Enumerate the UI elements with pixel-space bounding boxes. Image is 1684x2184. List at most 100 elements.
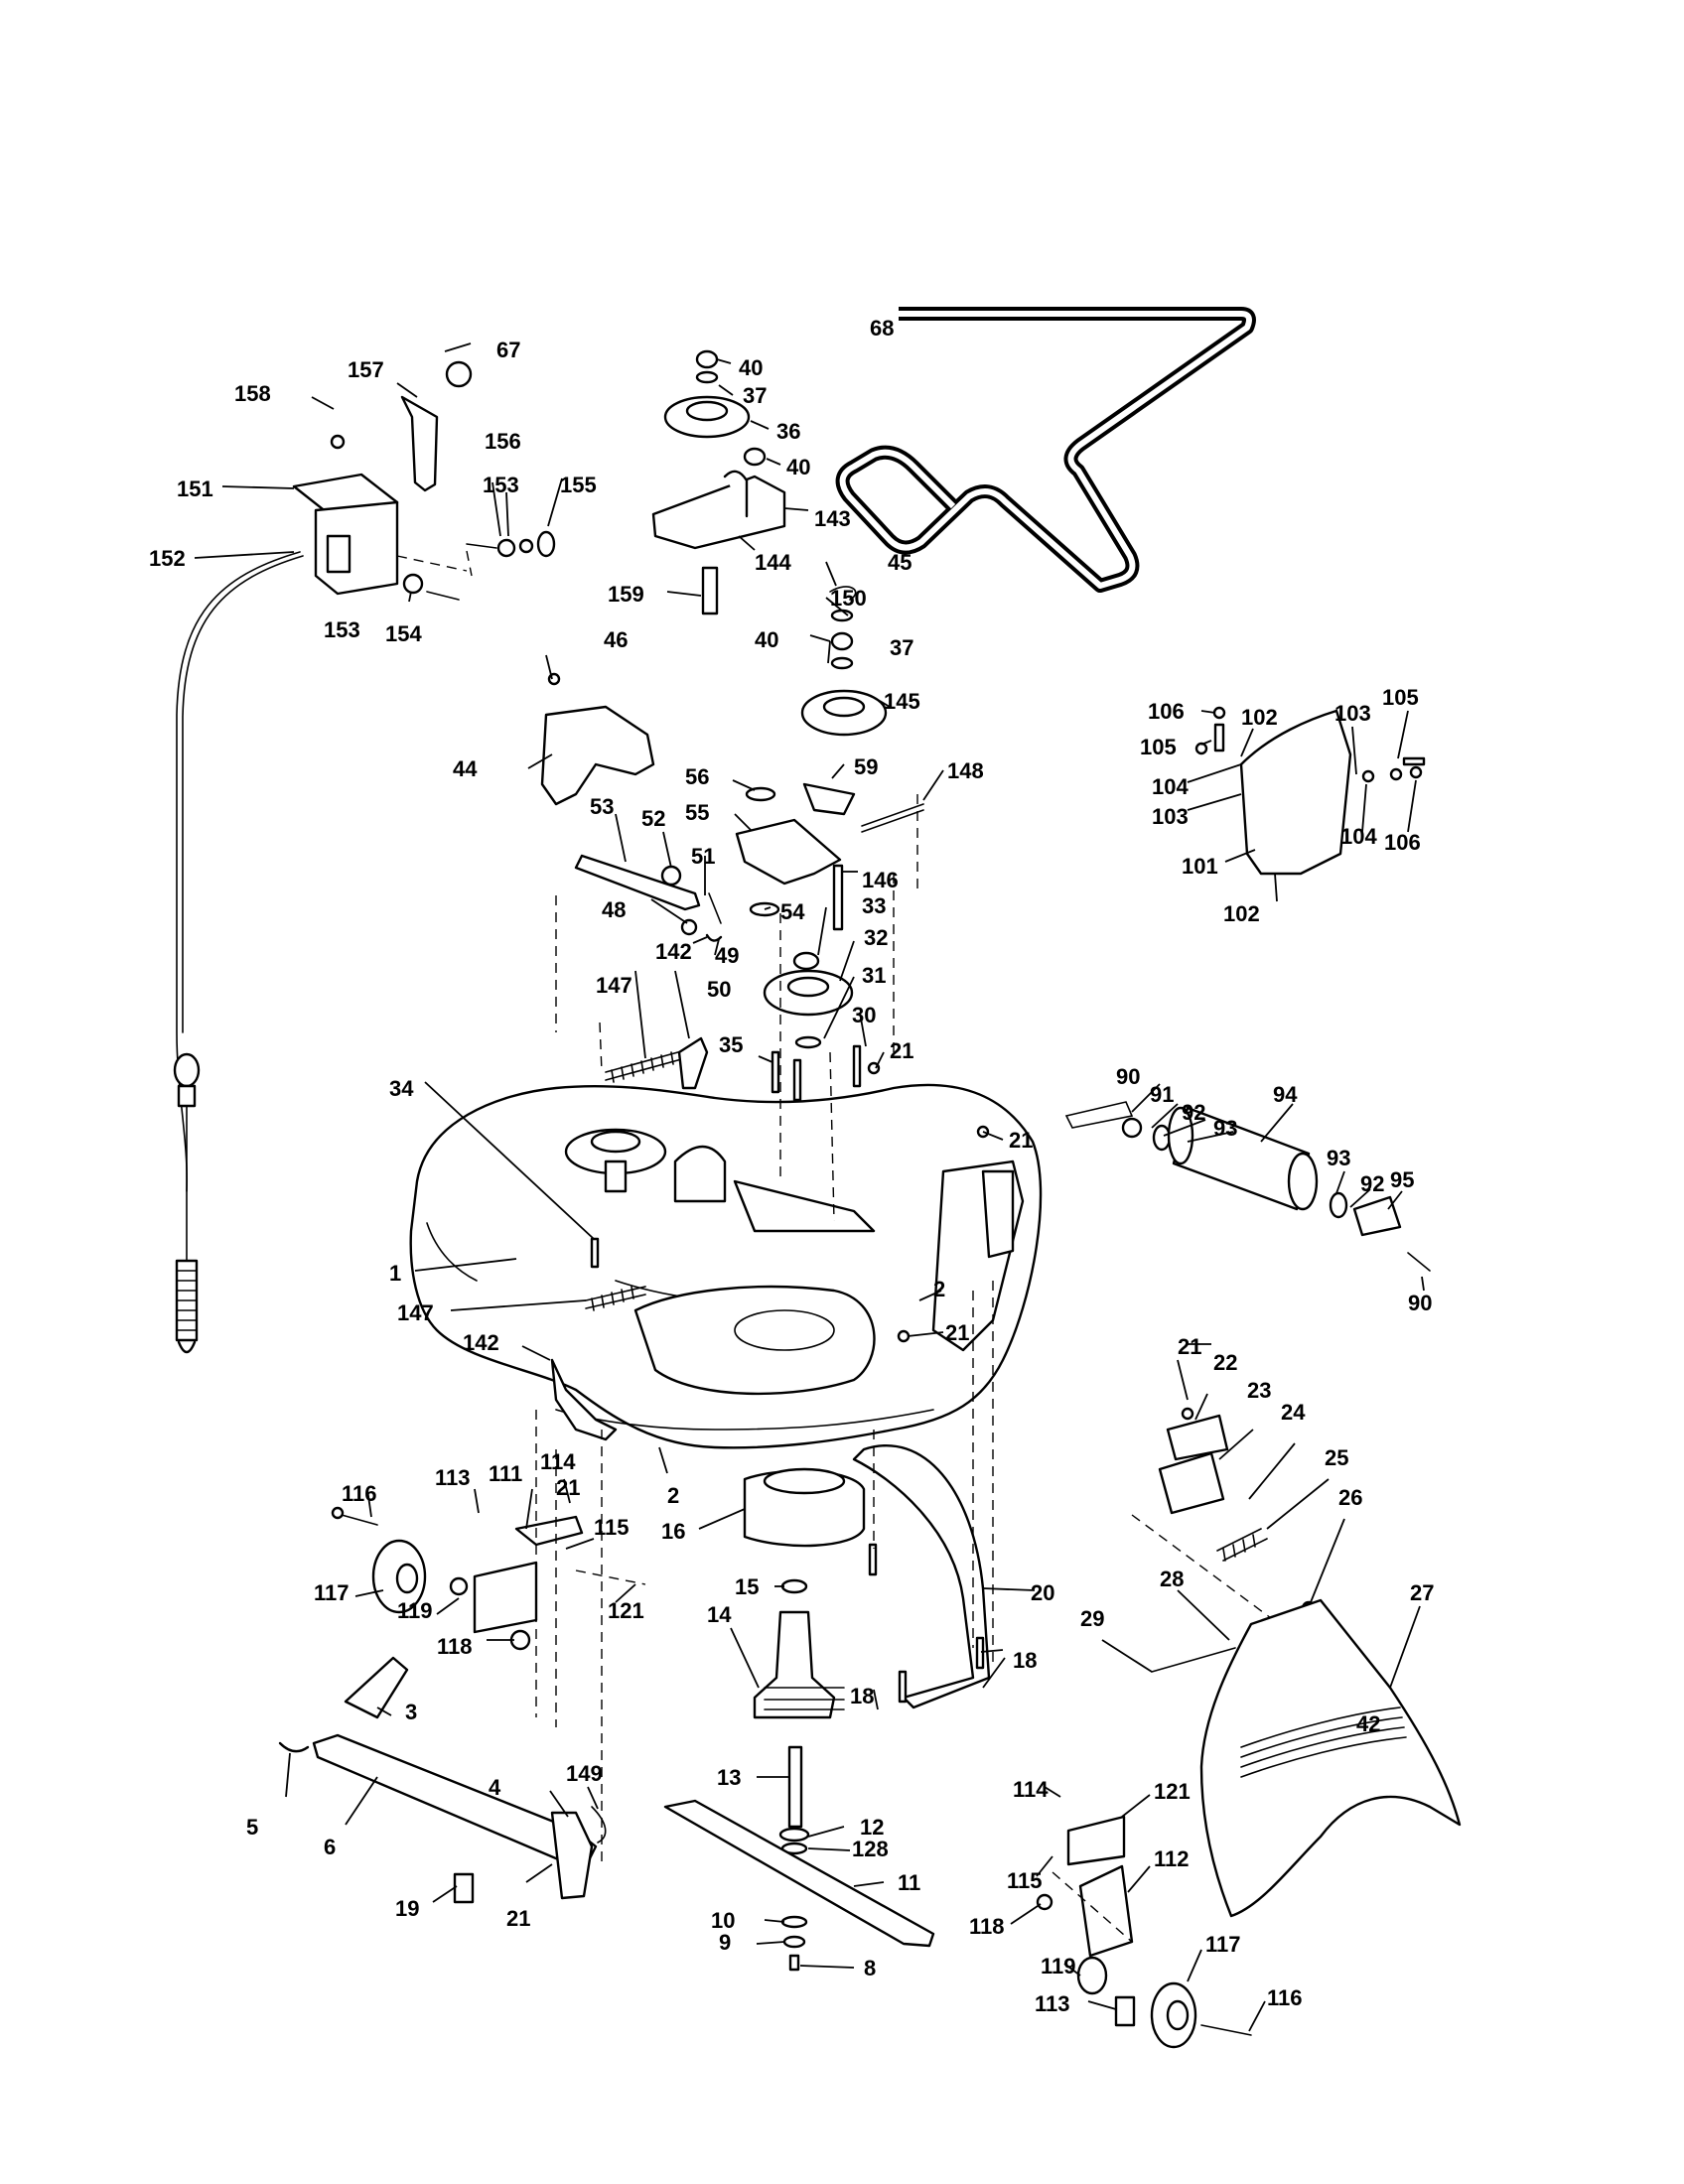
plate-22: [1166, 1414, 1229, 1461]
callout: 18: [850, 1684, 874, 1708]
callout: 94: [1273, 1082, 1298, 1107]
bracket-95: [1352, 1195, 1402, 1237]
washer-153b: [402, 573, 424, 595]
drive-belt: [835, 307, 1256, 593]
callout: 35: [719, 1032, 743, 1057]
callout: 102: [1223, 901, 1260, 926]
callout: 149: [566, 1761, 603, 1786]
callout: 10: [711, 1908, 735, 1933]
callout: 54: [780, 899, 805, 924]
washer-153: [496, 538, 516, 558]
callout: 56: [685, 764, 709, 789]
callout: 157: [348, 357, 384, 382]
callout: 104: [1340, 824, 1377, 849]
wheel-bracket-111: [473, 1561, 538, 1634]
callout: 159: [608, 582, 644, 607]
callout: 21: [1009, 1128, 1033, 1153]
bracket-142-upper: [677, 1036, 709, 1090]
callout: 37: [890, 635, 913, 660]
right-gauge-wheel-assembly: [1036, 1815, 1252, 2049]
callout: 144: [755, 550, 791, 575]
callout: 105: [1140, 735, 1177, 759]
idler-arm-assembly: [735, 782, 924, 931]
callout: 22: [1213, 1350, 1237, 1375]
bracket-142-lower: [550, 1358, 618, 1441]
mower-deck-housing: [409, 1061, 1043, 1449]
callout: 1: [389, 1261, 401, 1286]
callout: 40: [786, 455, 810, 479]
callout: 18: [1013, 1648, 1037, 1673]
callout: 101: [1182, 854, 1218, 879]
callout: 158: [234, 381, 271, 406]
idler-arm-55: [735, 818, 842, 886]
callout: 34: [389, 1076, 414, 1101]
callout: 90: [1408, 1291, 1432, 1315]
callout: 29: [1080, 1606, 1104, 1631]
callout: 111: [489, 1461, 522, 1486]
callout: 106: [1148, 699, 1185, 724]
callout: 4: [489, 1775, 501, 1800]
callout: 91: [1150, 1082, 1174, 1107]
deflector-101: [1239, 709, 1352, 876]
deck-right-chamber: [633, 1285, 876, 1396]
callout: 154: [385, 621, 422, 646]
callout: 92: [1182, 1100, 1205, 1125]
callout: 118: [969, 1914, 1005, 1939]
bracket-3: [344, 1656, 409, 1719]
washer-156: [518, 538, 534, 554]
bolt-158: [330, 434, 346, 450]
callout: 26: [1338, 1485, 1362, 1510]
spacer-52: [660, 865, 682, 887]
baffle-20: [852, 1443, 991, 1709]
callout: 152: [149, 546, 186, 571]
callout: 104: [1152, 774, 1189, 799]
bolt-34: [590, 1237, 600, 1269]
callout-numbers: 1 2 2 3 4 5 6 8 9 10 11 12 13 14 15 16 1…: [149, 316, 1434, 2016]
rear-lift-link-assembly: [278, 1656, 607, 1904]
callout-leaders: [194, 342, 1425, 2032]
callout: 19: [395, 1896, 419, 1921]
callout: 15: [735, 1574, 759, 1599]
callout: 40: [755, 627, 778, 652]
center-pulley-assembly: [763, 951, 862, 1102]
bracket-4: [550, 1811, 594, 1900]
callout: 142: [463, 1330, 499, 1355]
callout: 53: [590, 794, 614, 819]
callout: 44: [453, 756, 478, 781]
callout: 32: [864, 925, 888, 950]
callout: 114: [540, 1449, 576, 1474]
callout: 153: [483, 473, 519, 497]
left-gauge-wheel-assembly: [331, 1506, 584, 1651]
callout: 21: [945, 1320, 969, 1345]
callout: 155: [560, 473, 597, 497]
callout: 16: [661, 1519, 685, 1544]
callout: 128: [852, 1837, 889, 1861]
callout: 3: [405, 1700, 417, 1724]
callout: 112: [1154, 1846, 1190, 1871]
callout: 6: [324, 1835, 336, 1859]
callout: 95: [1390, 1167, 1414, 1192]
callout: 121: [1154, 1779, 1191, 1804]
idler-link-assembly: [574, 854, 723, 942]
callout: 103: [1334, 701, 1371, 726]
callout: 153: [324, 617, 360, 642]
lever-handle: [400, 395, 439, 492]
idler-pulley-145-assembly: [800, 586, 888, 737]
callout: 145: [884, 689, 920, 714]
link-6: [312, 1733, 598, 1872]
belt-guard-44: [540, 705, 655, 806]
callout: 21: [506, 1906, 530, 1931]
lift-lever-assembly: [292, 360, 556, 601]
callout: 21: [1178, 1334, 1201, 1359]
callout: 143: [814, 506, 851, 531]
spring-155: [536, 530, 556, 558]
callout: 52: [641, 806, 665, 831]
callout: 116: [1267, 1985, 1303, 2010]
rod-29: [1151, 1647, 1236, 1673]
callout: 113: [1035, 1991, 1070, 2016]
callout: 30: [852, 1003, 876, 1027]
callout: 5: [246, 1815, 258, 1840]
callout: 13: [717, 1765, 741, 1790]
